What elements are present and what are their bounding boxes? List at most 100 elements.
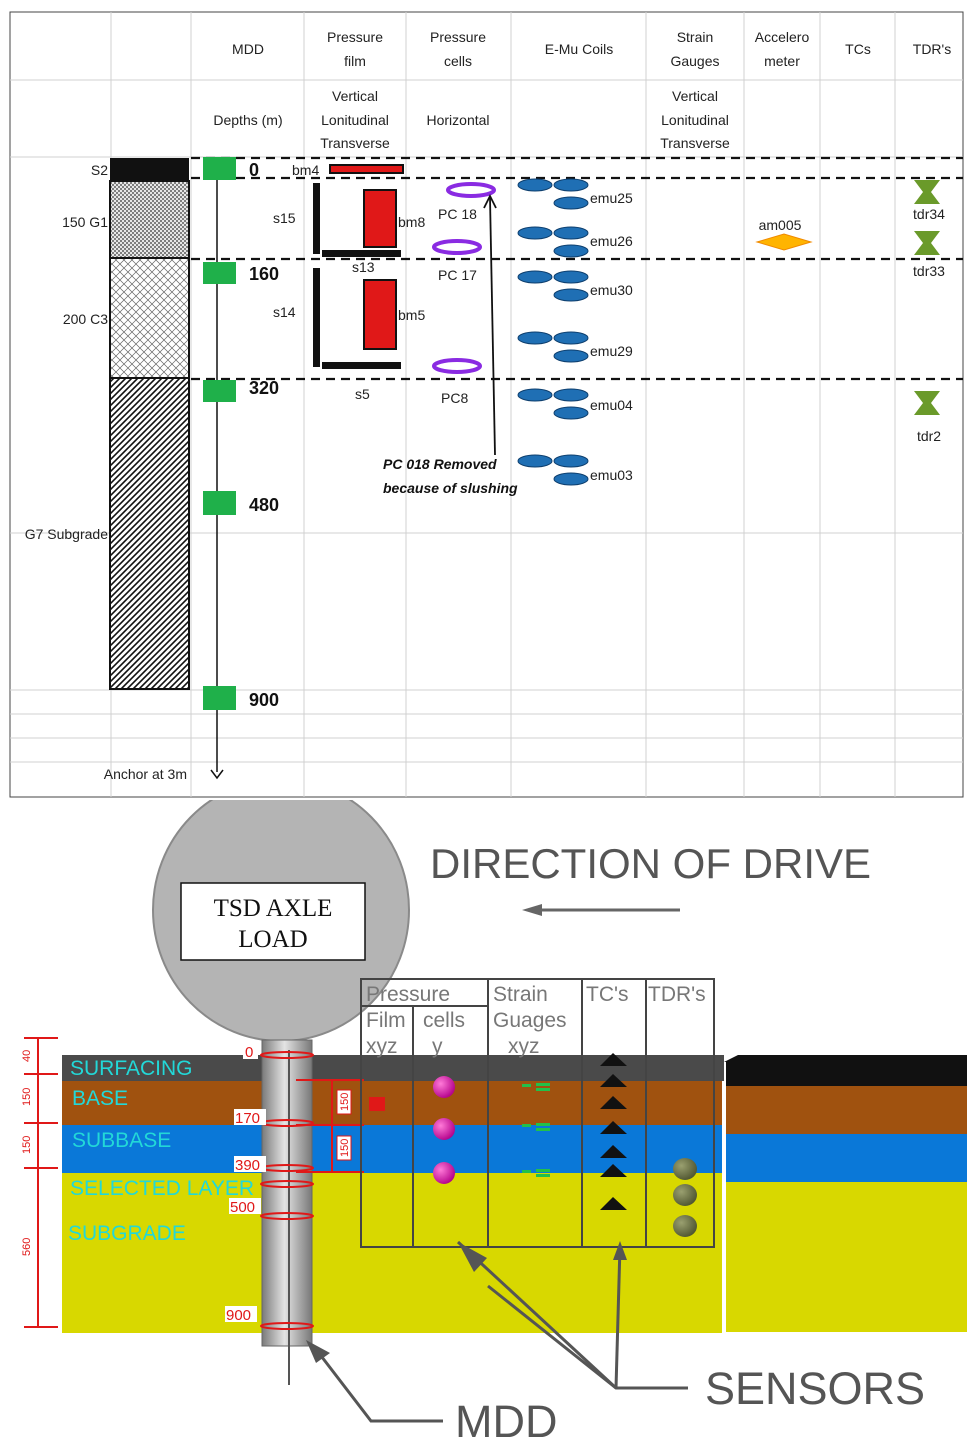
label-s14: s14 [273, 304, 296, 320]
thickness-40: 40 [21, 1050, 33, 1062]
mdd-anchor-320 [203, 380, 236, 402]
film-dimension [296, 1079, 364, 1173]
thickness-dimension [24, 1037, 58, 1328]
subheader-strain-1: Vertical [672, 88, 718, 104]
pressure-film-s13 [322, 250, 401, 257]
emu-coil [553, 388, 589, 402]
film-thickness-150a: 150 [339, 1093, 351, 1111]
pressure-cell-ball [433, 1076, 455, 1098]
emu-coil [553, 270, 589, 284]
pressure-cell-pc8 [432, 358, 482, 374]
thermocouple-icon [600, 1164, 627, 1177]
pressure-film-s5 [322, 362, 401, 369]
mdd-arrowhead [306, 1340, 330, 1363]
layer-g1 [109, 180, 190, 259]
pressure-film-sensors [313, 164, 404, 369]
header-accel-1: Accelero [755, 29, 810, 45]
layer-label-c3: 200 C3 [63, 311, 108, 327]
header-tcs: TC's [586, 983, 629, 1006]
label-emu30: emu30 [590, 282, 633, 298]
thermocouple-icon [600, 1121, 627, 1134]
pressure-cell-balls [433, 1076, 455, 1184]
subheader-cells: Horizontal [426, 112, 489, 128]
pressure-film-sensor [369, 1097, 385, 1111]
label-s13: s13 [352, 259, 375, 275]
sensors-arrowhead-1 [458, 1242, 487, 1272]
thermocouples [600, 1053, 627, 1210]
subheader-strain-2: Lonitudinal [661, 112, 729, 128]
strain-gauges [522, 1083, 550, 1177]
tdr-icon [914, 391, 940, 415]
header-strain-2: Gauges [670, 53, 719, 69]
layer-names: SURFACING BASE SUBBASE SELECTED LAYER SU… [68, 1057, 254, 1245]
layer-selected: SELECTED LAYER [70, 1177, 254, 1200]
layer-s2 [110, 158, 189, 181]
header-tcs: TCs [845, 41, 871, 57]
pressure-cell-pc17 [432, 239, 482, 255]
subheader-strain-3: Transverse [660, 135, 730, 151]
mdd-depth-labels: 0 170 390 500 900 [225, 1043, 266, 1324]
mdd-depth-900: 900 [226, 1307, 251, 1324]
tdr-icon [914, 231, 940, 255]
subheader-film-3: Transverse [320, 135, 390, 151]
thickness-150b: 150 [21, 1136, 33, 1154]
tdr-probe [673, 1158, 697, 1180]
layer-label-g1: 150 G1 [62, 214, 108, 230]
sensors-arrowhead-2 [613, 1241, 627, 1260]
pressure-cells [432, 182, 496, 374]
label-pc8: PC8 [441, 390, 468, 406]
label-s15: s15 [273, 210, 296, 226]
label-emu26: emu26 [590, 233, 633, 249]
label-emu25: emu25 [590, 190, 633, 206]
thermocouple-icon [600, 1197, 627, 1210]
emu-coil [553, 472, 589, 486]
mdd-depth-390: 390 [235, 1157, 260, 1174]
right-block-surfacing [726, 1062, 967, 1086]
label-tdr34: tdr34 [913, 206, 945, 222]
header-strain-1: Strain [677, 29, 714, 45]
axle-load-label-1: TSD AXLE [214, 895, 333, 922]
header-tdrs: TDR's [648, 983, 706, 1006]
layer-subbase: SUBBASE [72, 1129, 171, 1152]
layer-label-g7: G7 Subgrade [25, 526, 108, 542]
label-s5: s5 [355, 386, 370, 402]
layer-label-s2: S2 [91, 162, 108, 178]
thickness-560: 560 [21, 1238, 33, 1256]
tdr-icon [914, 180, 940, 204]
layer-g7 [109, 377, 190, 690]
mdd-rod-arrowhead [210, 769, 224, 780]
mdd-anchor-0 [203, 157, 236, 180]
emu-coil [517, 270, 553, 284]
subheader-film-1: Vertical [332, 88, 378, 104]
emu-coil [553, 454, 589, 468]
layer-base: BASE [72, 1087, 128, 1110]
depth-160: 160 [249, 264, 279, 284]
emu-coil [517, 178, 553, 192]
pavement-block [62, 1055, 724, 1333]
label-pc18: PC 18 [438, 206, 477, 222]
tdr-probe [673, 1184, 697, 1206]
depth-labels: 0 160 320 480 900 [249, 160, 279, 710]
subheader-depths: Depths (m) [213, 112, 282, 128]
mdd-anchor-160 [203, 262, 236, 284]
header-pressure-cells-1: Pressure [430, 29, 486, 45]
header-film: Film [366, 1009, 406, 1032]
depth-320: 320 [249, 378, 279, 398]
mdd-anchor-480 [203, 491, 236, 515]
removed-note-line-2: because of slushing [383, 480, 518, 496]
depth-900: 900 [249, 690, 279, 710]
tdr-sensors [914, 180, 940, 415]
header-pressure-cells-2: cells [444, 53, 472, 69]
label-am005: am005 [759, 217, 802, 233]
right-block-top [724, 1055, 967, 1062]
pavement-diagram: DIRECTION OF DRIVE TSD AXLE LOAD SURFACI… [21, 800, 967, 1440]
emu-coil [553, 244, 589, 258]
thermocouple-icon [600, 1074, 627, 1087]
sensor-table-grid [360, 978, 715, 1248]
label-bm4: bm4 [292, 162, 319, 178]
pressure-film-bm4 [329, 164, 404, 174]
pressure-cell-ball [433, 1118, 455, 1140]
thermocouple-icon [600, 1096, 627, 1109]
removed-note-line-1: PC 018 Removed [383, 456, 497, 472]
header-strain-1: Strain [493, 983, 548, 1006]
